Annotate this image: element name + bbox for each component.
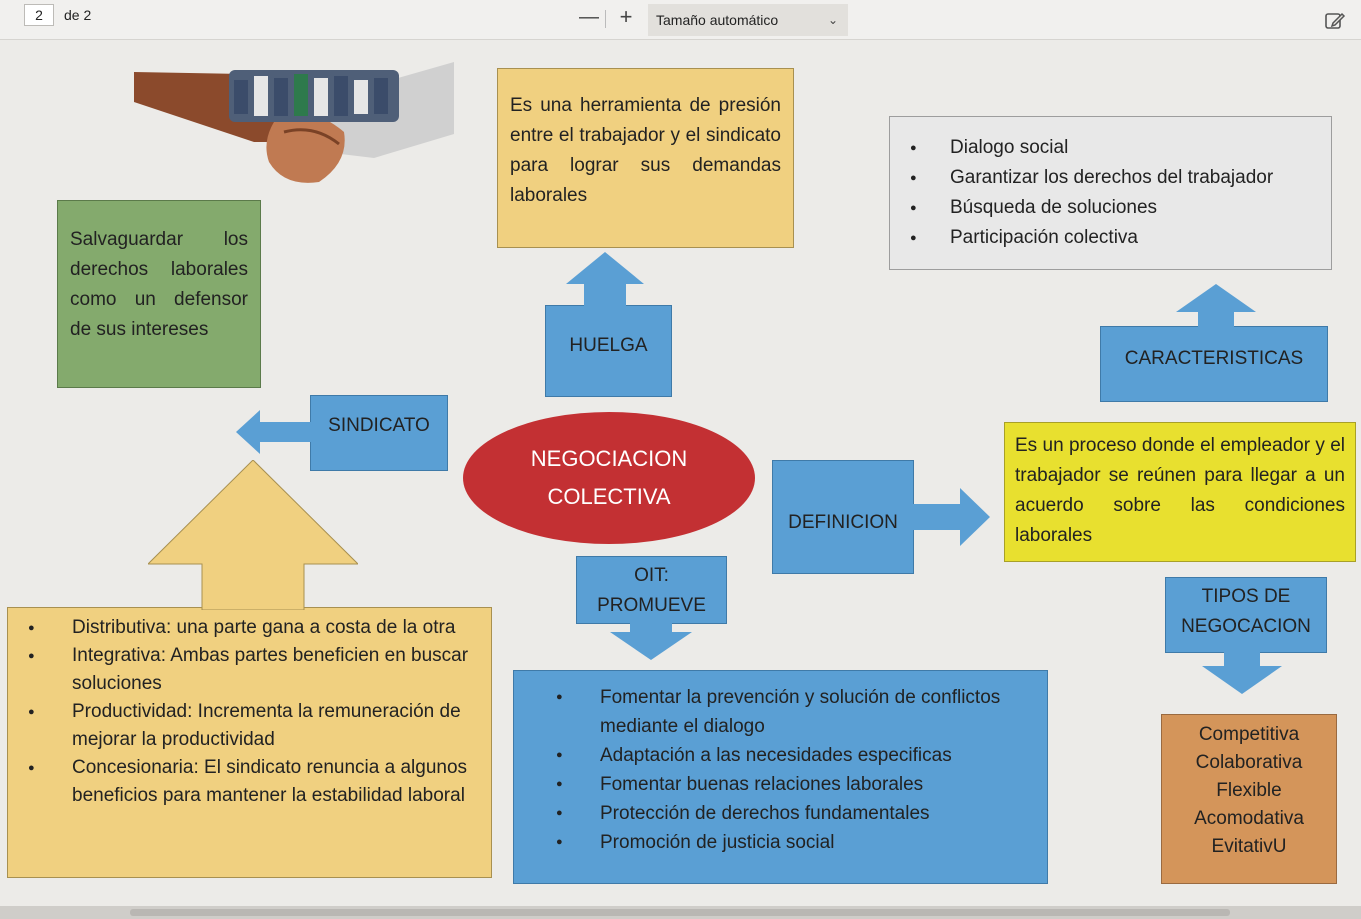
arrow-up-icon — [1176, 284, 1256, 328]
arrow-left-icon — [236, 410, 312, 454]
edit-icon[interactable] — [1324, 10, 1346, 32]
list-item: Acomodativa — [1194, 808, 1304, 829]
arrow-up-icon — [148, 460, 358, 610]
list-item: Garantizar los derechos del trabajador — [910, 163, 1311, 193]
list-item: Adaptación a las necesidades especificas — [556, 741, 1027, 770]
arrow-down-icon — [1202, 652, 1282, 694]
oit-promueve-label: PROMUEVE — [597, 595, 706, 616]
list-item: Fomentar buenas relaciones laborales — [556, 770, 1027, 799]
types-description-list: Distributiva: una parte gana a costa de … — [7, 607, 492, 878]
handshake-image — [134, 62, 454, 183]
list-item: EvitativU — [1211, 836, 1287, 857]
central-concept-line1: NEGOCIACION — [530, 446, 688, 471]
arrow-up-icon — [566, 252, 644, 308]
zoom-select-label: Tamaño automático — [656, 12, 779, 28]
huelga-box: HUELGA — [545, 305, 672, 397]
list-item: Protección de derechos fundamentales — [556, 799, 1027, 828]
toolbar-divider — [605, 10, 606, 28]
huelga-description: Es una herramienta de presión entre el t… — [497, 68, 794, 248]
list-item: Competitiva — [1198, 724, 1300, 745]
central-concept: NEGOCIACION COLECTIVA — [463, 412, 755, 544]
arrow-down-icon — [610, 622, 692, 660]
list-item: Concesionaria: El sindicato renuncia a a… — [28, 754, 477, 810]
definicion-box: DEFINICION — [772, 460, 914, 574]
list-item: Productividad: Incrementa la remuneració… — [28, 698, 477, 754]
list-item: Dialogo social — [910, 133, 1311, 163]
viewer-toolbar: 2 de 2 — + Tamaño automático ⌄ — [0, 0, 1361, 40]
list-item: Integrativa: Ambas partes beneficien en … — [28, 642, 477, 698]
zoom-select[interactable]: Tamaño automático ⌄ — [648, 4, 848, 36]
oit-label: OIT: — [634, 565, 669, 586]
list-item: Colaborativa — [1195, 752, 1303, 773]
list-item: Distributiva: una parte gana a costa de … — [28, 614, 477, 642]
negotiation-types-list: Competitiva Colaborativa Flexible Acomod… — [1161, 714, 1337, 884]
list-item: Flexible — [1216, 780, 1282, 801]
zoom-out-button[interactable]: — — [579, 6, 599, 28]
characteristics-list: Dialogo social Garantizar los derechos d… — [889, 116, 1332, 270]
chevron-down-icon: ⌄ — [827, 13, 838, 27]
sindicato-description: Salvaguardar los derechos laborales como… — [57, 200, 261, 388]
caracteristicas-box: CARACTERISTICAS — [1100, 326, 1328, 402]
central-concept-line2: COLECTIVA — [547, 484, 671, 509]
tipos-label-line1: TIPOS DE — [1201, 586, 1291, 607]
oit-promotes-list: Fomentar la prevención y solución de con… — [513, 670, 1048, 884]
list-item: Búsqueda de soluciones — [910, 193, 1311, 223]
arrow-right-icon — [912, 488, 990, 546]
zoom-in-button[interactable]: + — [619, 4, 633, 29]
horizontal-scrollbar[interactable] — [0, 906, 1361, 919]
oit-box: OIT: PROMUEVE — [576, 556, 727, 624]
list-item: Participación colectiva — [910, 223, 1311, 253]
page-total-label: de 2 — [64, 7, 92, 23]
definicion-description: Es un proceso donde el empleador y el tr… — [1004, 422, 1356, 562]
tipos-box: TIPOS DE NEGOCACION — [1165, 577, 1327, 653]
list-item: Promoción de justicia social — [556, 828, 1027, 857]
scrollbar-thumb[interactable] — [130, 909, 1230, 916]
page-number-input[interactable]: 2 — [24, 4, 54, 26]
list-item: Fomentar la prevención y solución de con… — [556, 683, 1027, 741]
tipos-label-line2: NEGOCACION — [1181, 616, 1311, 637]
